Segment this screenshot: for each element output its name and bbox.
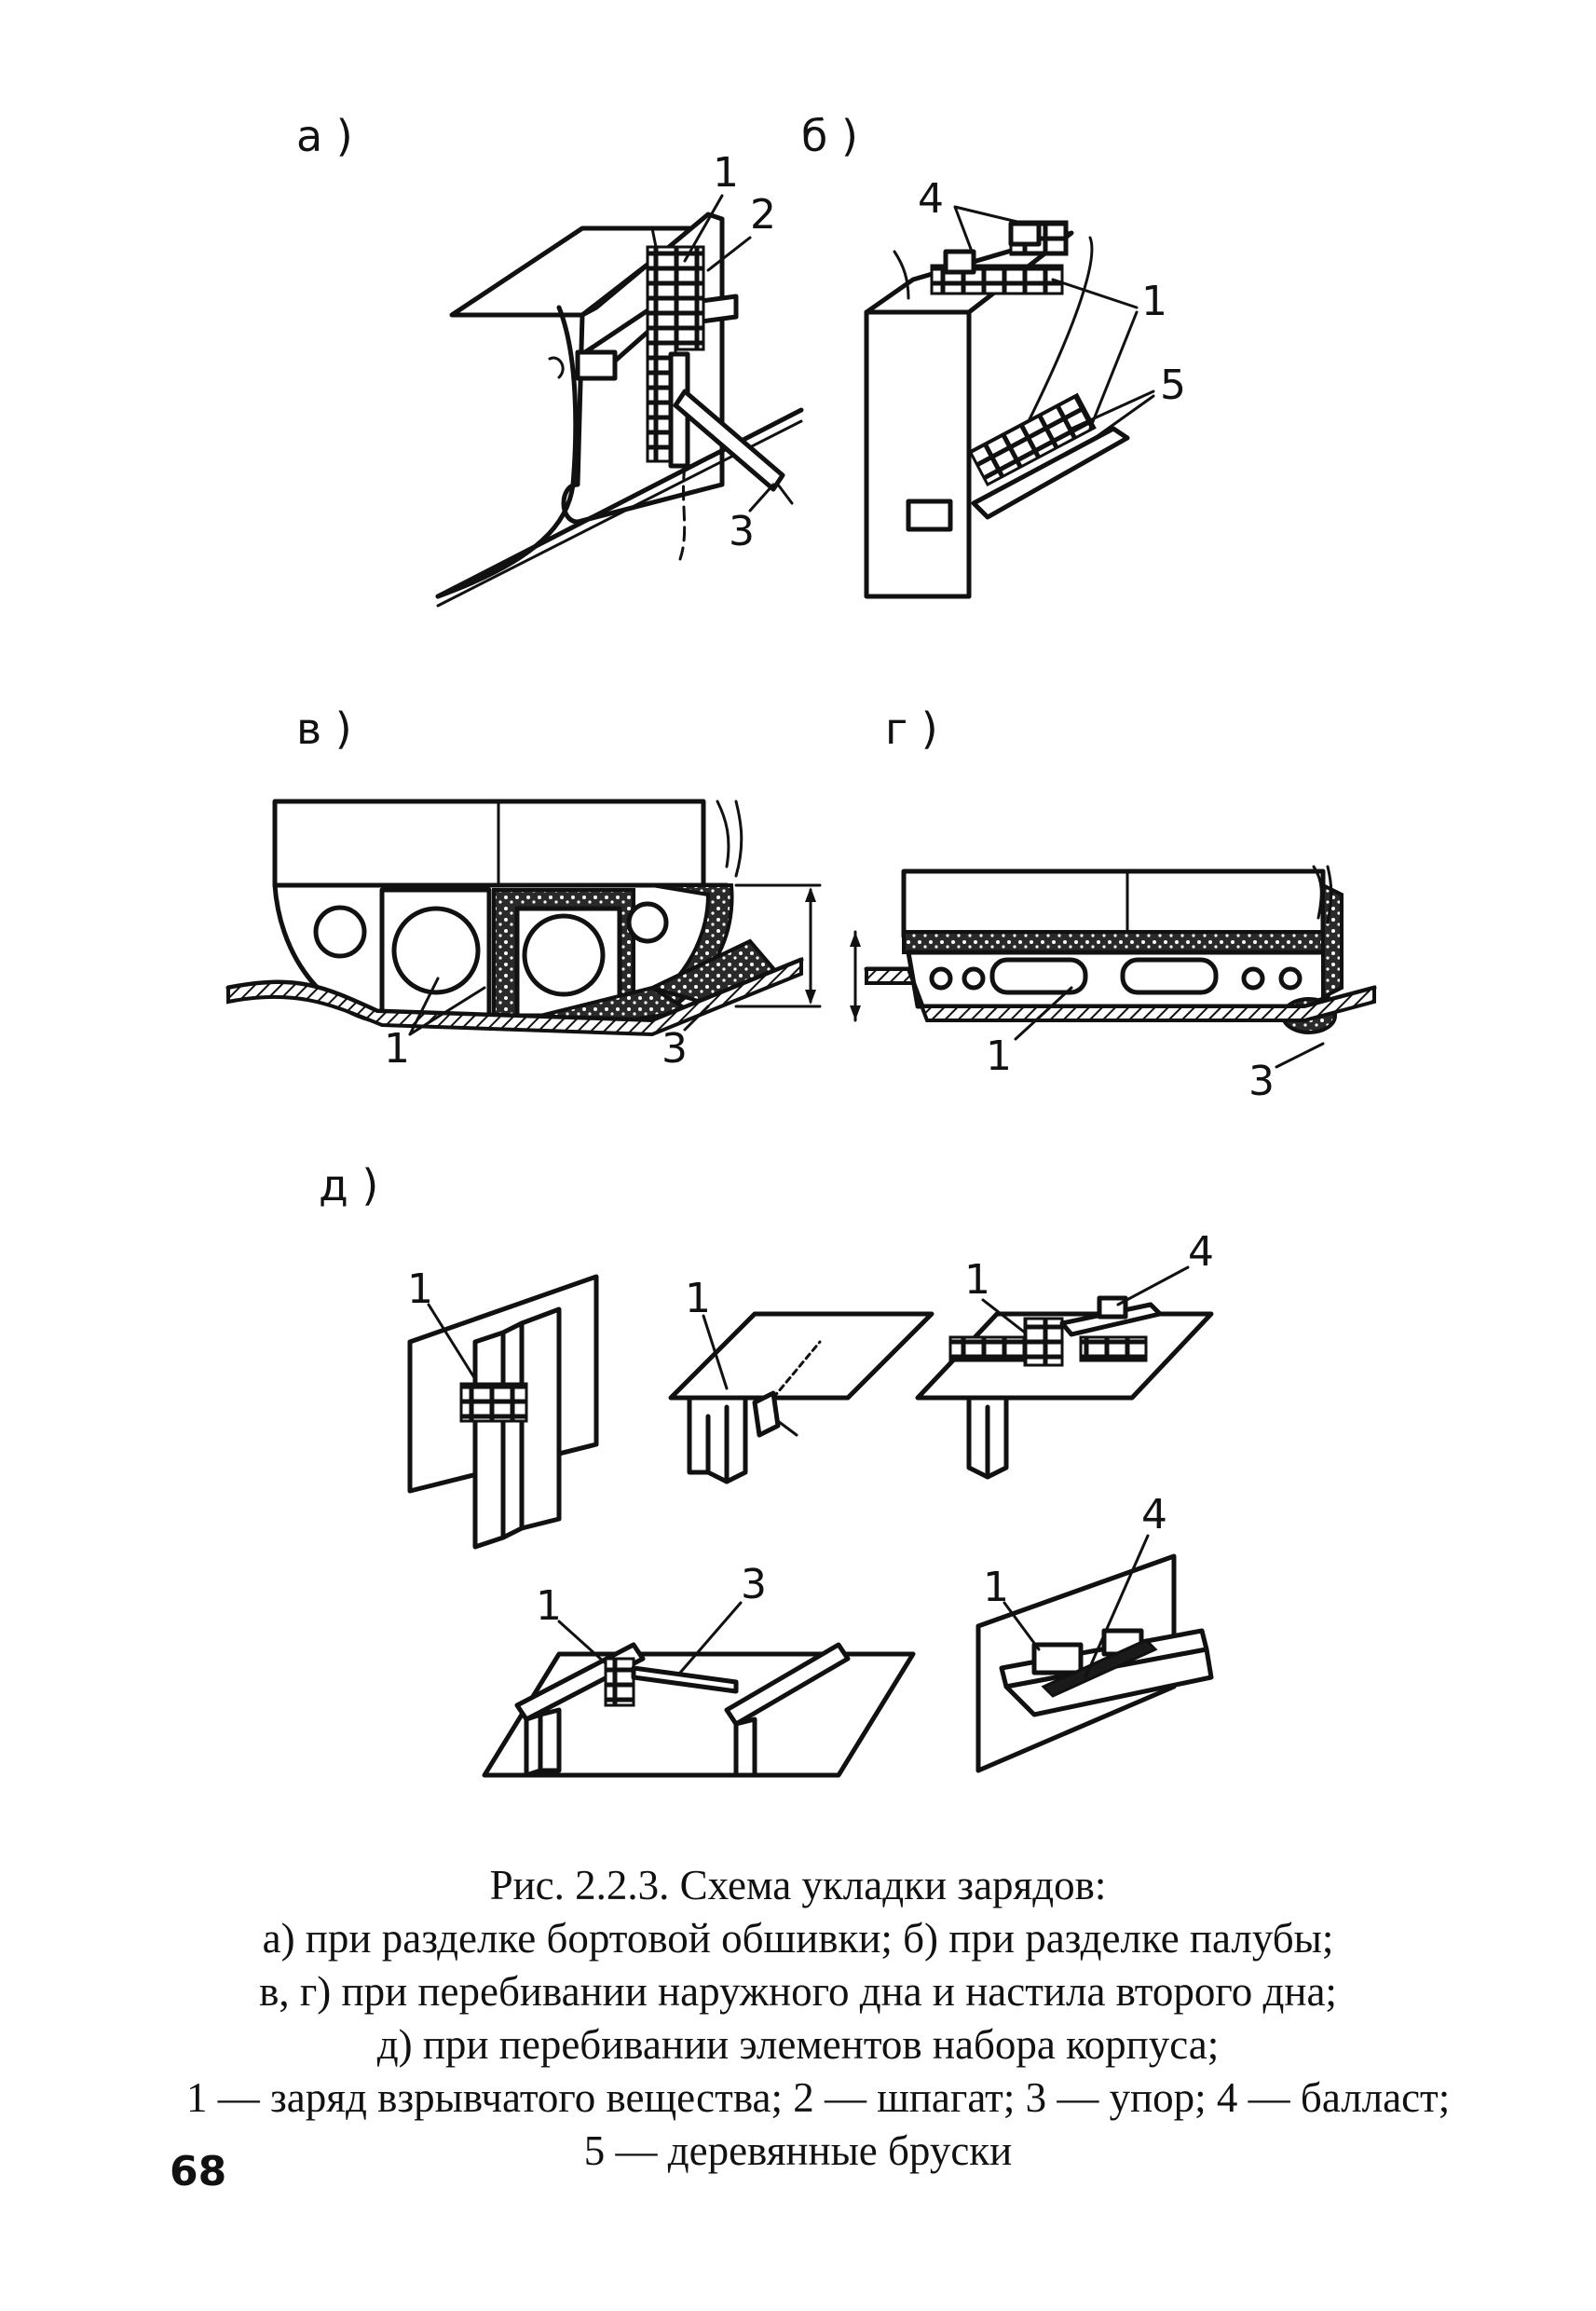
callout-3: 3 [1248, 1058, 1275, 1105]
callout-4: 4 [918, 175, 944, 223]
twine [678, 464, 687, 561]
callout-1: 1 [986, 1032, 1012, 1080]
panel-a: а ) 1 2 3 [296, 111, 804, 608]
hull-curve [435, 305, 579, 599]
callout-3: 3 [741, 1561, 767, 1608]
panel-d-sub2: 1 [668, 1275, 934, 1484]
upper-box [901, 868, 1326, 939]
caption-legend: 1 — заряд взрывчатого вещества; 2 — шпаг… [186, 2074, 1451, 2121]
callout-1: 1 [964, 1256, 990, 1304]
support-strut [631, 1665, 739, 1694]
charge-block [459, 1382, 528, 1423]
panel-g-label: г ) [885, 704, 938, 754]
caption-line: д) при перебивании элементов набора корп… [376, 2021, 1220, 2068]
wooden-block [906, 499, 953, 532]
deck-plate-vertical [864, 309, 972, 599]
callout-4: 4 [1141, 1491, 1167, 1538]
panel-v: в ) 1 3 [225, 704, 822, 1073]
panel-d-sub1: 1 [407, 1265, 599, 1550]
panel-d-label: д ) [319, 1160, 378, 1210]
panel-g: г ) 1 3 [850, 704, 1377, 1105]
upper-box [272, 799, 706, 888]
caption-title: Рис. 2.2.3. Схема укладки зарядов: [489, 1862, 1107, 1908]
caption-legend: 5 — деревянные бруски [583, 2127, 1013, 2174]
panel-b-label: б ) [801, 111, 858, 161]
panel-a-label: а ) [296, 111, 353, 161]
panel-d-sub5: 1 4 [975, 1491, 1214, 1773]
callout-2: 2 [750, 191, 776, 239]
brace-support [673, 389, 785, 492]
callout-1: 1 [536, 1582, 562, 1630]
ballast-bar [1041, 1638, 1158, 1698]
callout-1: 1 [713, 149, 739, 197]
callout-1: 1 [384, 1025, 410, 1073]
callout-4: 4 [1188, 1228, 1214, 1276]
panel-b: б ) 4 1 5 [801, 111, 1186, 599]
caption-line: в, г) при перебивании наружного дна и на… [259, 1968, 1337, 2015]
inner-bottom-charge [902, 930, 1339, 954]
ballast-2 [1008, 221, 1042, 247]
callout-3: 3 [729, 508, 755, 555]
callout-3: 3 [662, 1025, 688, 1073]
ballast-1 [943, 249, 976, 275]
charge-block [604, 1657, 635, 1707]
wooden-bar [971, 426, 1130, 520]
figure-caption: Рис. 2.2.3. Схема укладки зарядов: а) пр… [186, 1859, 1451, 2178]
caption-line: а) при разделке бортовой обшивки; б) при… [262, 1915, 1334, 1962]
panel-d-sub4: 1 3 [482, 1561, 916, 1778]
page-number: 68 [170, 2148, 227, 2195]
panel-d: д ) 1 1 [319, 1160, 1214, 1778]
callout-1: 1 [685, 1275, 711, 1322]
panel-d-sub3: 1 4 [915, 1228, 1214, 1480]
panel-v-label: в ) [296, 704, 352, 754]
callout-1: 1 [1141, 278, 1167, 325]
callout-5: 5 [1160, 362, 1186, 409]
